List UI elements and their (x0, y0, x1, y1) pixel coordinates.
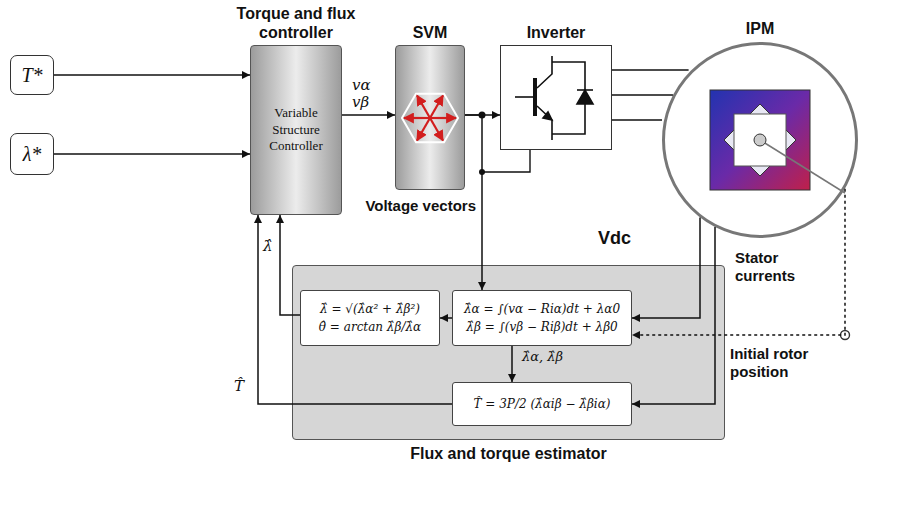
block-heading: SVM (413, 24, 448, 42)
svm-block: SVM (395, 45, 465, 190)
dc-link-wire (482, 150, 530, 172)
annotation-label: Initial rotor position (730, 345, 860, 381)
equation-text: λ̂α = ∫(vα − Riα)dt + λα0 (464, 300, 620, 318)
signal-arrow (465, 114, 500, 116)
signal-arrow (440, 317, 452, 319)
junction-dot (479, 169, 485, 175)
signal-label: T̂ (234, 378, 244, 395)
signal-arrow (511, 346, 513, 382)
block-text: λ* (23, 143, 42, 166)
junction-dot (479, 112, 486, 119)
equation-text: λ̂β = ∫(vβ − Riβ)dt + λβ0 (466, 318, 617, 336)
rotor-illustration (710, 90, 845, 193)
formula-box: λ̂α = ∫(vα − Riα)dt + λα0λ̂β = ∫(vβ − Ri… (452, 290, 632, 346)
block-heading: Inverter (527, 24, 586, 42)
equation-text: T̂ = 3P/2 (λ̂αiβ − λ̂βiα) (474, 395, 611, 413)
signal-label: vα vβ (352, 77, 376, 112)
signal-label: λ̂ (263, 238, 273, 255)
signal-arrow (632, 189, 845, 335)
signal-arrow (54, 74, 250, 76)
signal-arrow (280, 215, 300, 315)
controller-block: Torque and flux controllerVariable Struc… (250, 45, 342, 215)
formula-box: T̂ = 3P/2 (λ̂αiβ − λ̂βiα) (452, 382, 632, 426)
signal-label: λ̂α, λ̂β (522, 350, 563, 365)
position-sensor (841, 331, 850, 340)
signal-arrow (632, 227, 715, 404)
block-heading: IPM (746, 20, 774, 38)
signal-arrow (258, 215, 452, 404)
equation-text: λ̂ = √(λ̂α² + λ̂β²) (320, 300, 420, 318)
signal-arrow (612, 94, 673, 96)
signal-arrow (342, 114, 395, 116)
svm-hexagon (402, 94, 458, 142)
block-heading: Torque and flux controller (221, 5, 371, 42)
block-text: Variable Structure Controller (256, 105, 336, 156)
annotation-label: Stator currents (735, 249, 835, 285)
setpoint-box: λ* (10, 133, 54, 175)
annotation-label: Vdc (598, 228, 631, 250)
estimator-region: λ̂ = √(λ̂α² + λ̂β²)θ̂ = arctan λ̂β/λ̂αλ̂… (292, 265, 725, 440)
phase-wire (612, 70, 689, 120)
signal-arrow (54, 153, 250, 155)
setpoint-box: T* (10, 55, 54, 95)
signal-arrow (632, 217, 700, 318)
motor-circle: IPM (662, 42, 858, 238)
formula-box: λ̂ = √(λ̂α² + λ̂β²)θ̂ = arctan λ̂β/λ̂α (300, 290, 440, 346)
annotation-label: Voltage vectors (346, 197, 476, 215)
equation-text: θ̂ = arctan λ̂β/λ̂α (319, 318, 421, 336)
igbt-diode-symbol (515, 56, 593, 140)
motor-outline (662, 42, 858, 238)
block-heading: Flux and torque estimator (410, 445, 606, 463)
inverter-block: Inverter (500, 45, 612, 150)
block-text: T* (21, 64, 42, 87)
